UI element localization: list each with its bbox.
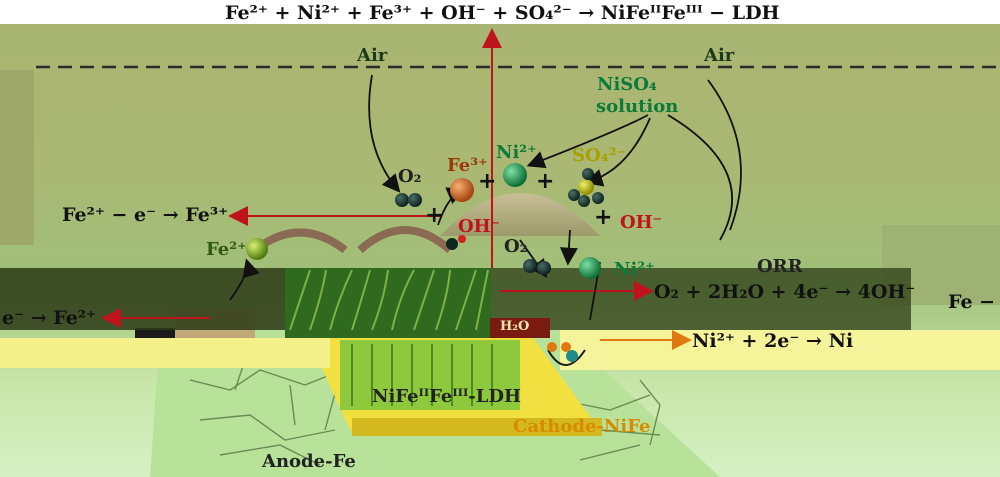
o2-label-top: O₂ [398, 166, 422, 187]
niso4-label: NiSO₄ [597, 74, 657, 95]
top-band [0, 0, 1000, 24]
ni2-ion-mid [579, 257, 601, 279]
overall-equation: Fe²⁺ + Ni²⁺ + Fe³⁺ + OH⁻ + SO₄²⁻ → NiFeᴵ… [225, 2, 780, 24]
sulfate-ion [568, 168, 604, 207]
dark-band-left [0, 268, 285, 330]
air-label-right: Air [704, 45, 735, 66]
h2o-box [490, 318, 550, 338]
ni2-label-mid: Ni²⁺ [614, 259, 655, 280]
fe3-ion [450, 178, 474, 202]
ni2-ion [503, 163, 527, 187]
reaction-dome [440, 193, 600, 236]
transfer-arc-1 [252, 228, 348, 254]
orr-equation: O₂ + 2H₂O + 4e⁻ → 4OH⁻ [654, 281, 916, 303]
nickel-equation: Ni²⁺ + 2e⁻ → Ni [692, 330, 854, 352]
yellow-stripe-right [560, 330, 1000, 370]
o2-molecule-mid [523, 259, 551, 275]
svg-text:+: + [478, 169, 496, 194]
left-band [0, 70, 34, 245]
oh-label-right: OH⁻ [620, 212, 663, 233]
so4-label: SO₄²⁻ [572, 145, 626, 166]
ldh-lower-texture [351, 344, 493, 406]
anode-label: Anode-Fe [262, 451, 356, 472]
o2-label-mid: O₂ [504, 236, 528, 257]
plus-signs: + + + + [425, 169, 612, 230]
svg-text:+: + [425, 203, 443, 228]
ldh-label: NiFeᴵᴵFeᴵᴵᴵ-LDH [372, 386, 522, 407]
orr-label: ORR [757, 256, 803, 277]
dark-band-right [491, 268, 911, 330]
anode-equation: e⁻ → Fe²⁺ [2, 307, 97, 329]
nickel-deposit [547, 342, 586, 366]
fe2-ion [246, 238, 268, 260]
flow-arrows [229, 74, 742, 321]
fe3-label: Fe³⁺ [447, 155, 488, 176]
svg-text:+: + [536, 169, 554, 194]
fe-oxidation-equation: Fe²⁺ − e⁻ → Fe³⁺ [62, 204, 229, 226]
air-label-left: Air [357, 45, 388, 66]
ldh-texture [289, 269, 489, 331]
o2-molecule-top [395, 193, 422, 207]
ldh-lower [340, 340, 520, 410]
fe2-label: Fe²⁺ [206, 239, 247, 260]
ni2-label-top: Ni²⁺ [496, 142, 537, 163]
h2o-label: H₂O [500, 319, 530, 334]
cathode-label: Cathode-NiFe [513, 416, 651, 437]
right-partial-equation: Fe − [948, 291, 996, 313]
ldh-sheets [285, 268, 491, 338]
svg-text:+: + [594, 205, 612, 230]
solution-label: solution [596, 96, 679, 117]
hydroxide-ion [446, 235, 466, 250]
transfer-arc-2 [357, 226, 453, 254]
oh-label-mid: OH⁻ [458, 216, 501, 237]
cathode-edge [352, 418, 602, 436]
yellow-stripe-left [0, 338, 330, 368]
